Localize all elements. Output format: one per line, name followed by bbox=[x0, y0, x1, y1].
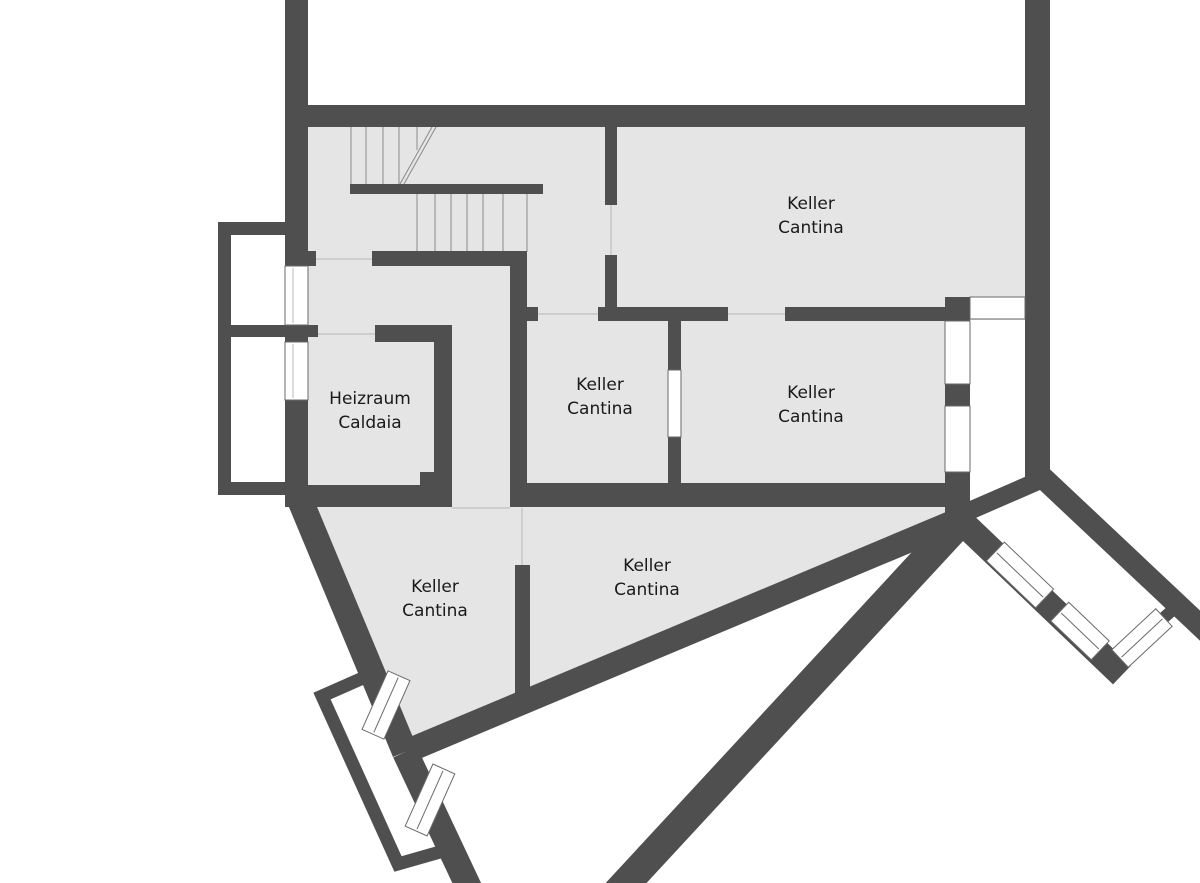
room-name: Keller bbox=[787, 383, 835, 403]
room-heizraum: Heizraum Caldaia bbox=[329, 389, 411, 433]
room-subtitle: Caldaia bbox=[338, 413, 401, 433]
room-subtitle: Cantina bbox=[567, 399, 633, 419]
room-keller-middle-right: Keller Cantina bbox=[778, 383, 844, 427]
room-name: Keller bbox=[623, 556, 671, 576]
room-keller-lower-left: Keller Cantina bbox=[402, 577, 468, 621]
room-name: Keller bbox=[576, 375, 624, 395]
room-name: Heizraum bbox=[329, 389, 411, 409]
room-name: Keller bbox=[411, 577, 459, 597]
room-subtitle: Cantina bbox=[402, 601, 468, 621]
windows bbox=[284, 265, 1173, 837]
room-subtitle: Cantina bbox=[614, 580, 680, 600]
staircase bbox=[350, 126, 528, 252]
room-name: Keller bbox=[787, 194, 835, 214]
room-keller-middle: Keller Cantina bbox=[567, 375, 633, 419]
room-keller-lower-right: Keller Cantina bbox=[614, 556, 680, 600]
room-subtitle: Cantina bbox=[778, 218, 844, 238]
room-keller-upper-right: Keller Cantina bbox=[778, 194, 844, 238]
door-openings bbox=[315, 205, 785, 565]
room-subtitle: Cantina bbox=[778, 407, 844, 427]
